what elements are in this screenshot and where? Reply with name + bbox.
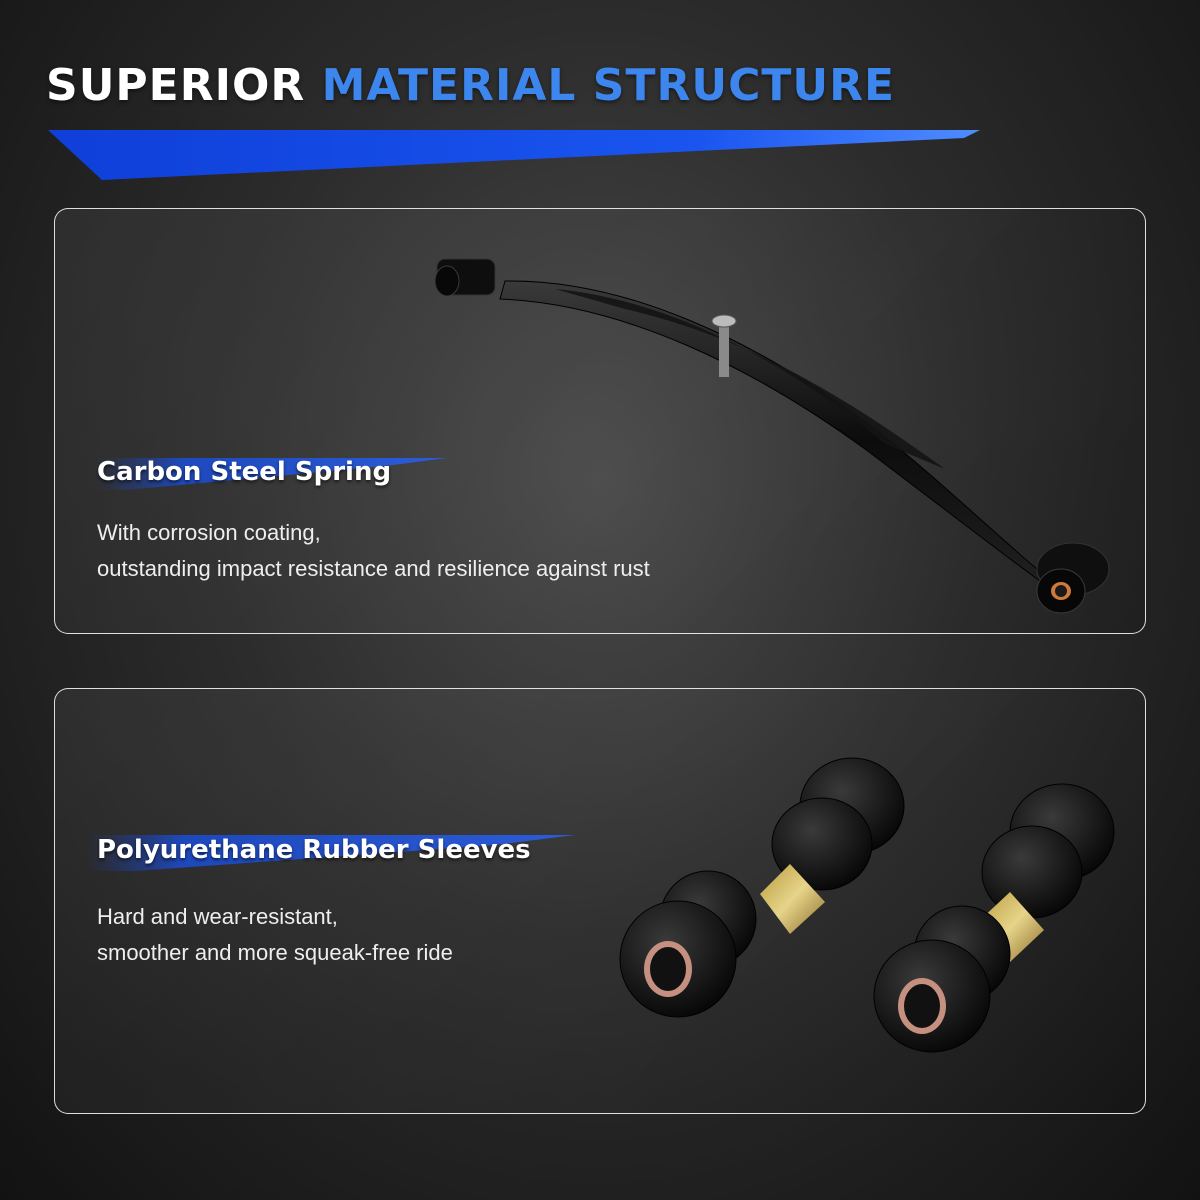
feature-description: With corrosion coating, outstanding impa… (97, 515, 650, 587)
title-word-superior: SUPERIOR (46, 60, 306, 111)
description-line: With corrosion coating, (97, 520, 321, 545)
feature-heading: Carbon Steel Spring (97, 457, 392, 487)
feature-card-spring: Carbon Steel Spring With corrosion coati… (54, 208, 1146, 634)
rubber-sleeves-image (619, 757, 1115, 1053)
heading-accent-bar (85, 835, 575, 871)
description-line: outstanding impact resistance and resili… (97, 556, 650, 581)
feature-card-sleeves: Polyurethane Rubber Sleeves Hard and wea… (54, 688, 1146, 1114)
description-line: smoother and more squeak-free ride (97, 940, 453, 965)
page-title: SUPERIOR MATERIAL STRUCTURE (46, 60, 895, 111)
feature-description: Hard and wear-resistant, smoother and mo… (97, 899, 453, 971)
leaf-spring-image (434, 258, 1110, 614)
title-word-structure: STRUCTURE (592, 60, 896, 111)
title-word-material: MATERIAL (321, 60, 577, 111)
description-line: Hard and wear-resistant, (97, 904, 338, 929)
heading-accent-bar (95, 458, 447, 490)
feature-heading: Polyurethane Rubber Sleeves (97, 835, 531, 865)
title-underline-bar (48, 130, 980, 180)
